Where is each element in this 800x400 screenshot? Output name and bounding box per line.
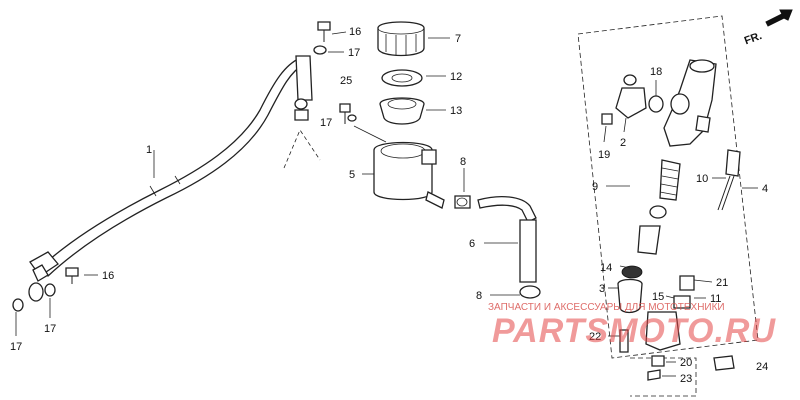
fr-direction-label: FR. <box>743 30 764 47</box>
callout-17-reservoir: 17 <box>320 117 332 129</box>
callout-2: 2 <box>620 137 626 149</box>
callout-4: 4 <box>762 183 768 195</box>
diaphragm-plate <box>381 69 423 87</box>
clevis-bracket <box>645 311 681 351</box>
callout-9: 9 <box>592 181 598 193</box>
nuts-11-21 <box>673 275 695 309</box>
reservoir-tank <box>373 141 445 209</box>
master-cylinder-body <box>663 59 717 147</box>
reservoir-hose <box>477 195 537 283</box>
callout-15: 15 <box>652 291 664 303</box>
callout-17-upper: 17 <box>348 47 360 59</box>
boot-3 <box>617 278 643 314</box>
lower-bolt-16 <box>65 267 79 284</box>
brake-hose <box>39 57 305 277</box>
callout-7: 7 <box>455 33 461 45</box>
callout-16-lower: 16 <box>102 270 114 282</box>
bolt-24 <box>713 355 735 371</box>
hose-end-fitting-upper <box>294 55 313 121</box>
push-rod-10 <box>717 149 741 211</box>
callout-24: 24 <box>756 361 768 373</box>
piston-set-9 <box>621 159 681 279</box>
hose-clip-upper <box>454 195 471 209</box>
oring-18 <box>648 95 664 113</box>
hose-clip-lower <box>519 285 541 299</box>
callout-14: 14 <box>600 262 612 274</box>
washers-17-lower <box>12 283 56 312</box>
callout-16-upper: 16 <box>349 26 361 38</box>
reservoir-cap <box>377 21 425 57</box>
callout-5: 5 <box>349 169 355 181</box>
pin-22 <box>619 329 629 353</box>
callout-17-lower: 17 <box>44 323 56 335</box>
watermark-caption: ЗАПЧАСТИ И АКСЕССУАРЫ ДЛЯ МОТОТЕХНИКИ <box>488 302 725 313</box>
callout-18: 18 <box>650 66 662 78</box>
screw-19 <box>601 113 613 125</box>
hose-end-fitting-lower <box>28 251 59 302</box>
upper-washer-17a <box>313 45 327 55</box>
leader-lines <box>15 31 758 377</box>
callout-20: 20 <box>680 357 692 369</box>
fr-direction-arrow <box>765 9 793 27</box>
joint-fitting-2 <box>615 74 647 119</box>
dashed-guides-left <box>283 129 321 169</box>
callout-25: 25 <box>340 75 352 87</box>
callout-22: 22 <box>589 331 601 343</box>
diaphragm <box>379 97 425 125</box>
callout-21: 21 <box>716 277 728 289</box>
upper-bolt-16 <box>317 21 331 42</box>
callout-8-upper: 8 <box>460 156 466 168</box>
callout-11: 11 <box>710 293 721 305</box>
callout-19: 19 <box>598 149 610 161</box>
watermark-logo: PARTSMOTO.RU <box>492 312 777 350</box>
callout-1: 1 <box>146 144 152 156</box>
callout-10: 10 <box>696 173 708 185</box>
callout-numbers: 1 16 17 25 17 7 12 13 5 8 6 8 16 17 17 1… <box>10 26 768 385</box>
callout-6: 6 <box>469 238 475 250</box>
callout-17-left: 17 <box>10 341 22 353</box>
callout-23: 23 <box>680 373 692 385</box>
reservoir-bolt-25 <box>339 103 357 124</box>
cotter-parts-20-23 <box>647 355 665 381</box>
callout-3: 3 <box>599 283 605 295</box>
callout-8-lower: 8 <box>476 290 482 302</box>
callout-12: 12 <box>450 71 462 83</box>
callout-13: 13 <box>450 105 462 117</box>
